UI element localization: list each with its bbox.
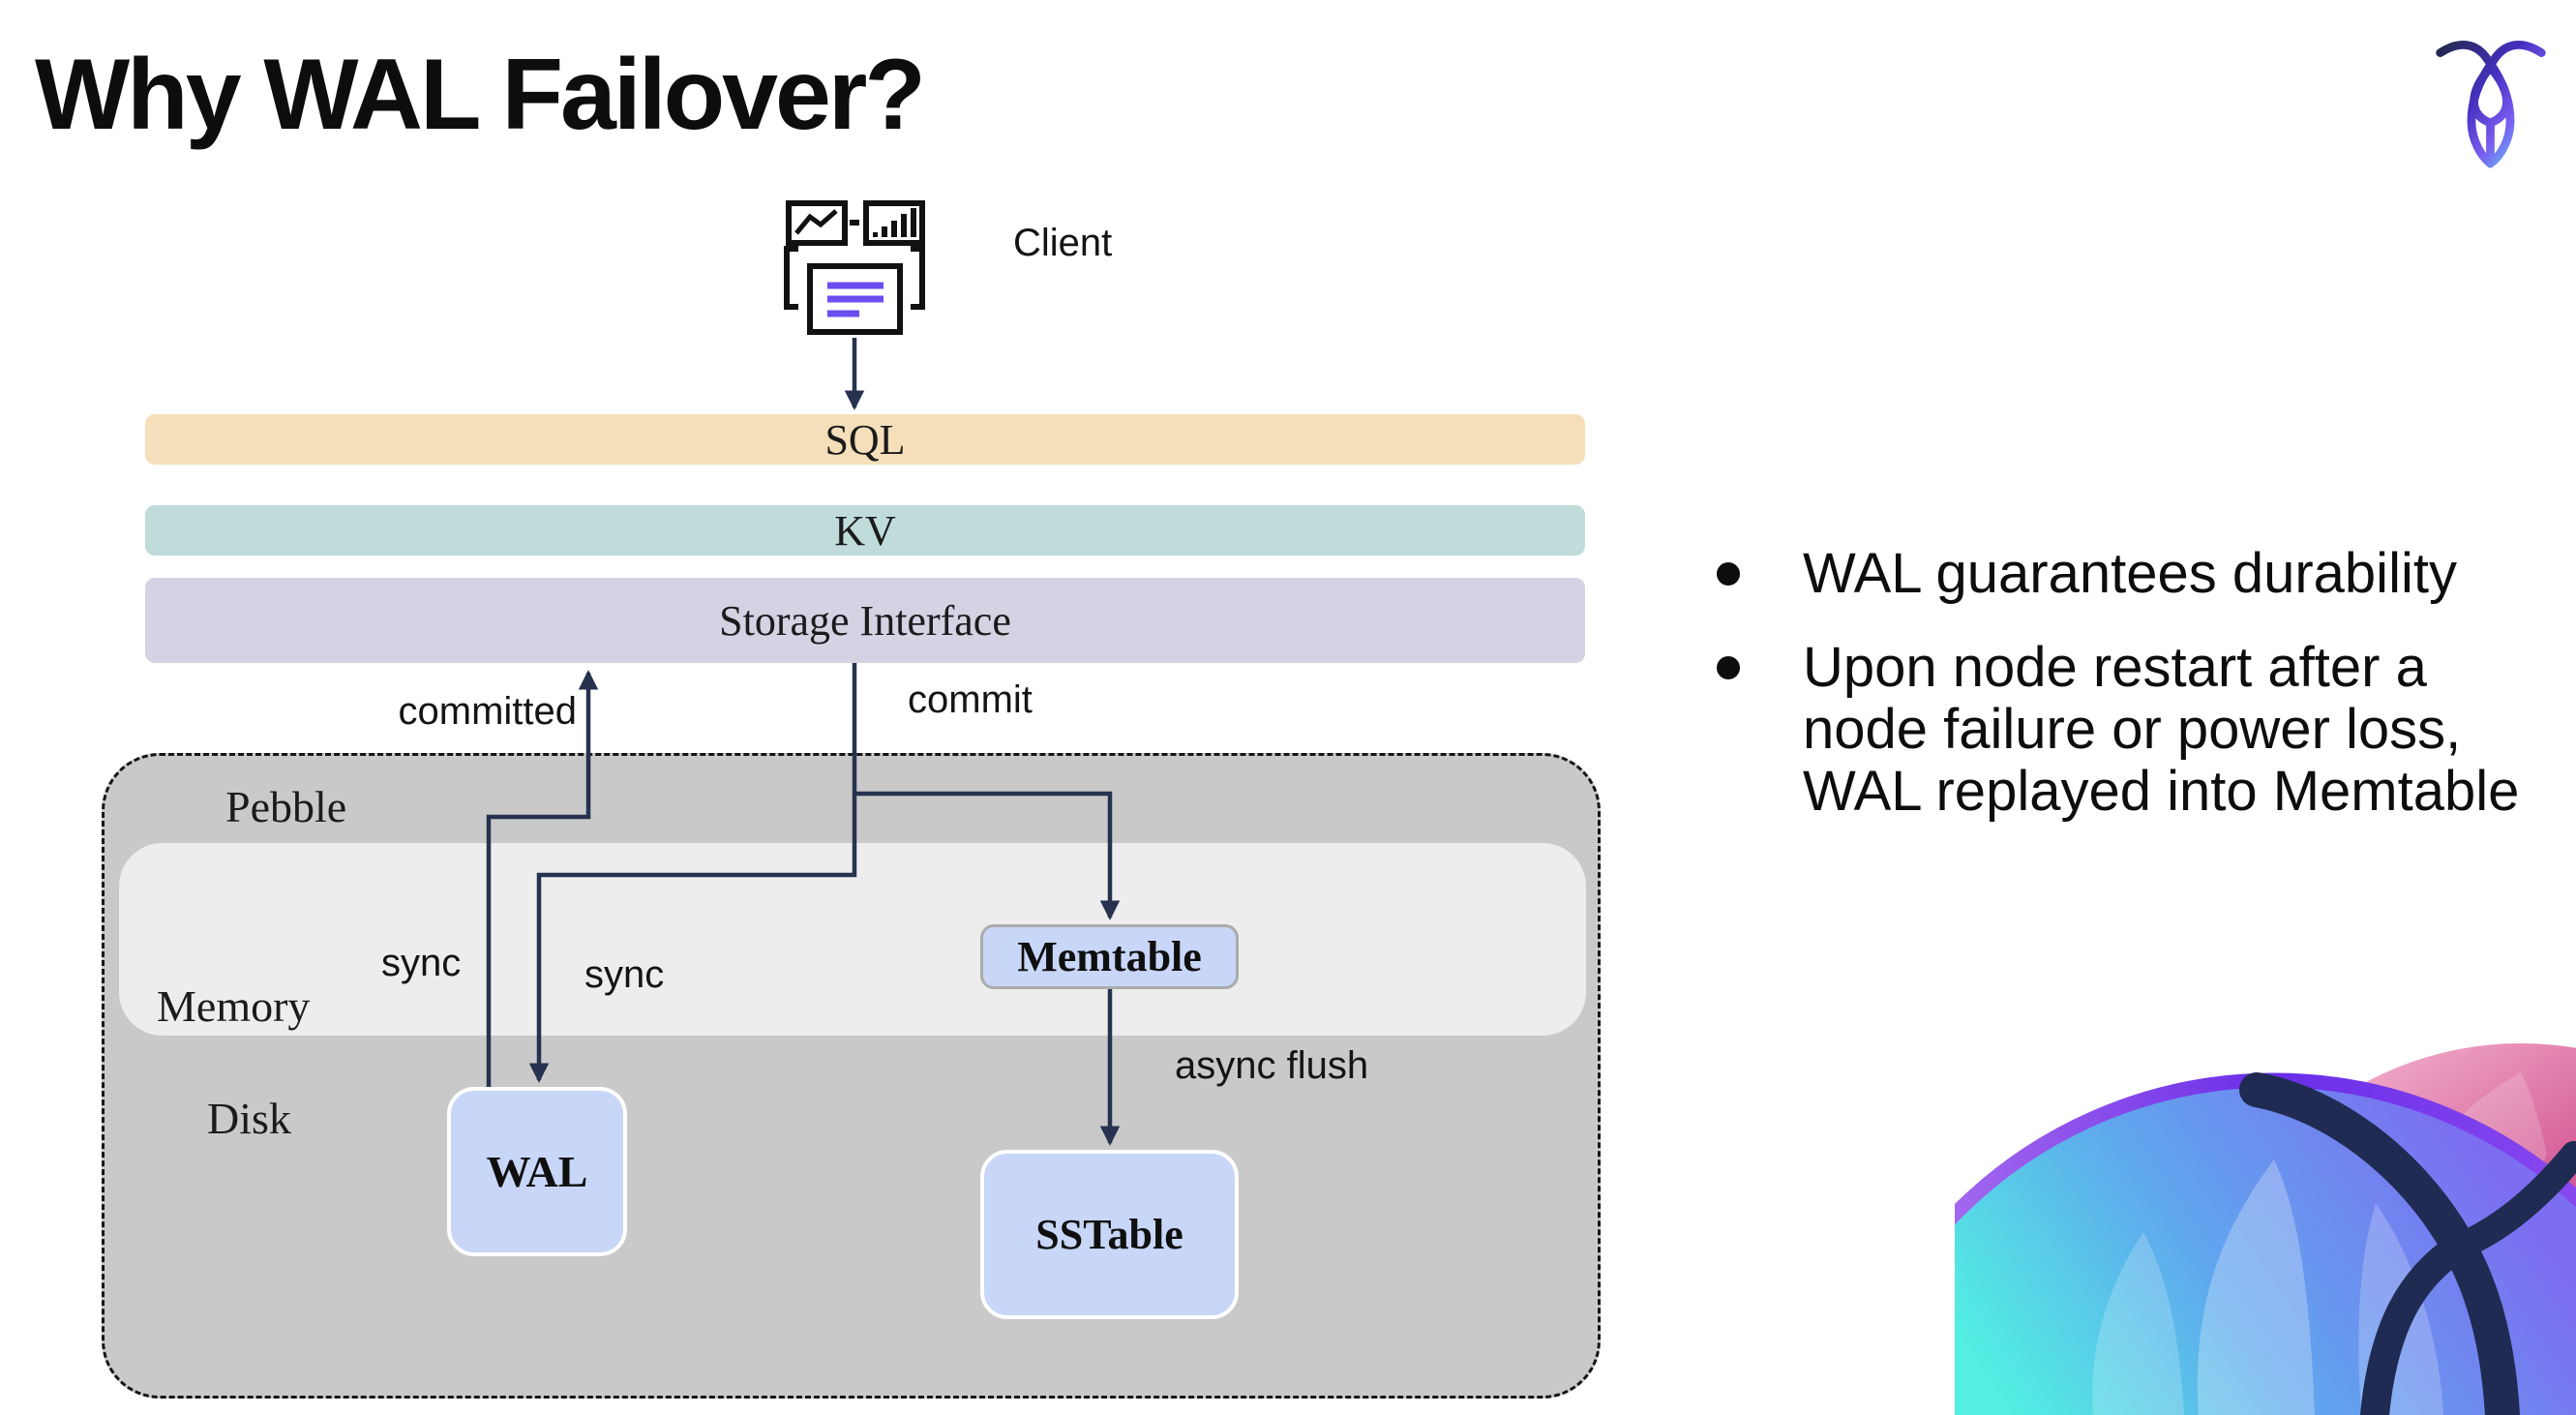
- bullet-line: Upon node restart after a: [1803, 636, 2427, 699]
- bullet-line: node failure or power loss,: [1803, 698, 2462, 761]
- layer-bar-storage-label: Storage Interface: [719, 596, 1011, 645]
- bullet-text: Upon node restart after a node failure o…: [1803, 637, 2519, 823]
- client-devices-icon: [784, 200, 925, 335]
- client-label: Client: [1013, 222, 1113, 264]
- layer-bar-kv: KV: [145, 505, 1585, 556]
- bullet-dot: [1717, 562, 1740, 586]
- commit-edge-label: commit: [908, 678, 1033, 721]
- memtable-node: Memtable: [980, 924, 1239, 989]
- sync-right-edge-label: sync: [584, 953, 665, 996]
- bullet-text: WAL guarantees durability: [1803, 543, 2457, 605]
- bullet-item: Upon node restart after a node failure o…: [1708, 637, 2560, 823]
- bullet-dot: [1717, 656, 1740, 679]
- bullet-list: WAL guarantees durability Upon node rest…: [1708, 543, 2560, 855]
- sync-left-edge-label: sync: [381, 942, 462, 984]
- brand-corner-art: [1955, 1043, 2576, 1415]
- wal-node-label: WAL: [486, 1147, 588, 1196]
- memtable-node-label: Memtable: [1017, 933, 1202, 980]
- layer-bar-sql: SQL: [145, 414, 1585, 465]
- disk-label: Disk: [207, 1094, 291, 1143]
- bullet-line: WAL replayed into Memtable: [1803, 760, 2520, 823]
- cockroachdb-logo-icon: [2436, 41, 2546, 168]
- bullet-item: WAL guarantees durability: [1708, 543, 2560, 605]
- async-flush-edge-label: async flush: [1175, 1044, 1369, 1087]
- memory-label: Memory: [157, 981, 311, 1031]
- layer-bar-sql-label: SQL: [824, 415, 906, 464]
- bullet-line: WAL guarantees durability: [1803, 542, 2457, 605]
- layer-bar-kv-label: KV: [834, 506, 896, 555]
- layer-bar-storage-interface: Storage Interface: [145, 578, 1585, 663]
- page-title: Why WAL Failover?: [35, 39, 926, 151]
- committed-edge-label: committed: [398, 690, 578, 733]
- memory-band: [119, 843, 1586, 1036]
- sstable-node-label: SSTable: [1035, 1211, 1183, 1258]
- wal-node: WAL: [447, 1087, 627, 1256]
- pebble-label: Pebble: [225, 782, 347, 831]
- sstable-node: SSTable: [980, 1150, 1239, 1319]
